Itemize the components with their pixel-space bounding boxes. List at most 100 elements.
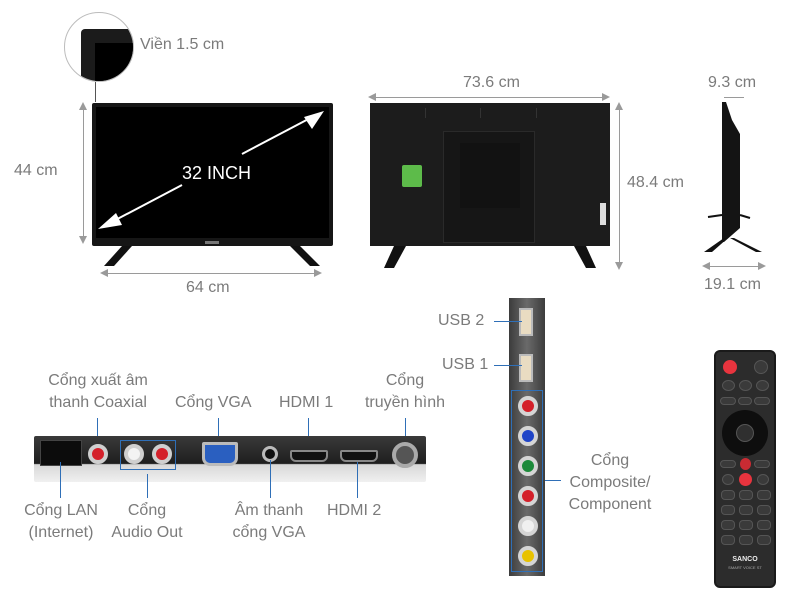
screen-size-label: 32 INCH	[182, 163, 252, 183]
side-stand-dim-line	[706, 266, 762, 267]
pointer-lan	[60, 462, 61, 498]
vga-port	[202, 442, 238, 466]
pointer-audio-out	[147, 474, 148, 498]
pointer-coaxial	[97, 418, 98, 452]
audio-out-red-jack	[152, 444, 172, 464]
numpad-key	[721, 520, 735, 530]
pointer-usb2	[494, 321, 522, 322]
label-composite-component: Cổng Composite/ Component	[568, 452, 652, 513]
label-hdmi1-port: HDMI 1	[279, 394, 334, 411]
pointer-antenna	[405, 418, 406, 452]
label-tv-antenna-port: Cổng truyền hình	[364, 372, 446, 411]
back-height-dim-line	[619, 106, 620, 266]
front-height-dim-line	[83, 106, 84, 242]
av-ports-box	[511, 390, 543, 572]
menu-button	[720, 460, 736, 468]
pointer-vga	[218, 418, 219, 452]
remote-control: SANCO SMART VOICE ST	[714, 350, 776, 588]
arrow-left-icon	[100, 269, 108, 277]
power-button	[723, 360, 737, 374]
numpad-key	[739, 505, 753, 515]
pointer-vga-audio	[270, 460, 271, 498]
bezel-label: Viền 1.5 cm	[140, 36, 225, 53]
vol-down-button	[722, 474, 734, 485]
arrow-down-icon	[79, 236, 87, 244]
pointer-av	[545, 480, 561, 481]
settings-button	[738, 397, 752, 405]
numpad-key	[721, 505, 735, 515]
ok-button	[736, 424, 754, 442]
label-usb1: USB 1	[442, 356, 489, 373]
remote-brand: SANCO	[732, 556, 758, 563]
source-button	[720, 397, 736, 405]
audio-out-box	[120, 440, 176, 470]
bezel-zoom	[64, 12, 134, 82]
remote-tagline: SMART VOICE ST	[728, 565, 762, 570]
label-lan-port: Cổng LAN (Internet)	[24, 502, 98, 541]
pg-plus-button	[756, 380, 769, 391]
numpad-key	[739, 535, 753, 545]
label-audio-out-port: Cổng Audio Out	[111, 502, 183, 541]
lan-port	[40, 440, 82, 466]
av-jack-green	[518, 456, 538, 476]
arrow-left-icon	[368, 93, 376, 101]
arrow-right-icon	[758, 262, 766, 270]
side-depth-label: 9.3 cm	[708, 74, 757, 91]
arrow-up-icon	[79, 102, 87, 110]
energy-sticker	[402, 165, 422, 187]
back-stand	[384, 246, 596, 268]
numpad-key	[721, 490, 735, 500]
usb1-port	[519, 354, 533, 382]
antenna-port	[392, 442, 418, 468]
av-jack-white	[518, 516, 538, 536]
numpad	[721, 490, 771, 550]
av-jack-red	[518, 396, 538, 416]
back-width-dim-line	[372, 97, 606, 98]
numpad-key	[757, 535, 771, 545]
back-width-label: 73.6 cm	[463, 74, 520, 91]
av-jack-blue	[518, 426, 538, 446]
numpad-key	[757, 505, 771, 515]
label-usb2: USB 2	[438, 312, 485, 329]
home-button	[754, 397, 770, 405]
pointer-hdmi2	[357, 462, 358, 498]
vol-up-button	[757, 474, 769, 485]
audio-out-white-jack	[124, 444, 144, 464]
youtube-button	[739, 473, 752, 486]
arrow-right-icon	[314, 269, 322, 277]
back-tv	[370, 103, 610, 246]
hdmi1-port	[290, 450, 328, 462]
play-pause-button	[739, 380, 752, 391]
arrow-left-icon	[702, 262, 710, 270]
exit-button	[754, 460, 770, 468]
front-width-label: 64 cm	[186, 279, 230, 296]
coaxial-jack	[88, 444, 108, 464]
front-logo	[205, 241, 219, 244]
numpad-key	[757, 520, 771, 530]
mute-button	[754, 360, 768, 374]
label-coaxial-port: Cổng xuất âm thanh Coaxial	[48, 372, 148, 411]
front-height-label: 44 cm	[14, 162, 58, 179]
av-jack-red-2	[518, 486, 538, 506]
label-vga-audio-port: Âm thanh cổng VGA	[232, 502, 306, 541]
numpad-key	[721, 535, 735, 545]
numpad-key	[739, 490, 753, 500]
arrow-up-icon	[615, 102, 623, 110]
pg-minus-button	[722, 380, 735, 391]
label-vga-port: Cổng VGA	[175, 394, 252, 411]
side-depth-dim-line	[724, 97, 744, 98]
arrow-down-icon	[615, 262, 623, 270]
front-stand	[104, 246, 320, 266]
numpad-key	[739, 520, 753, 530]
bezel-pointer-line	[95, 82, 96, 102]
side-ports-strip	[509, 298, 545, 576]
rear-ports-strip	[34, 436, 426, 482]
label-hdmi2-port: HDMI 2	[327, 502, 382, 519]
mic-button	[740, 458, 751, 470]
diagonal-arrow-icon	[98, 111, 324, 229]
arrow-right-icon	[602, 93, 610, 101]
dpad	[722, 410, 768, 456]
av-jack-yellow	[518, 546, 538, 566]
side-tv	[704, 102, 762, 252]
numpad-key	[757, 490, 771, 500]
